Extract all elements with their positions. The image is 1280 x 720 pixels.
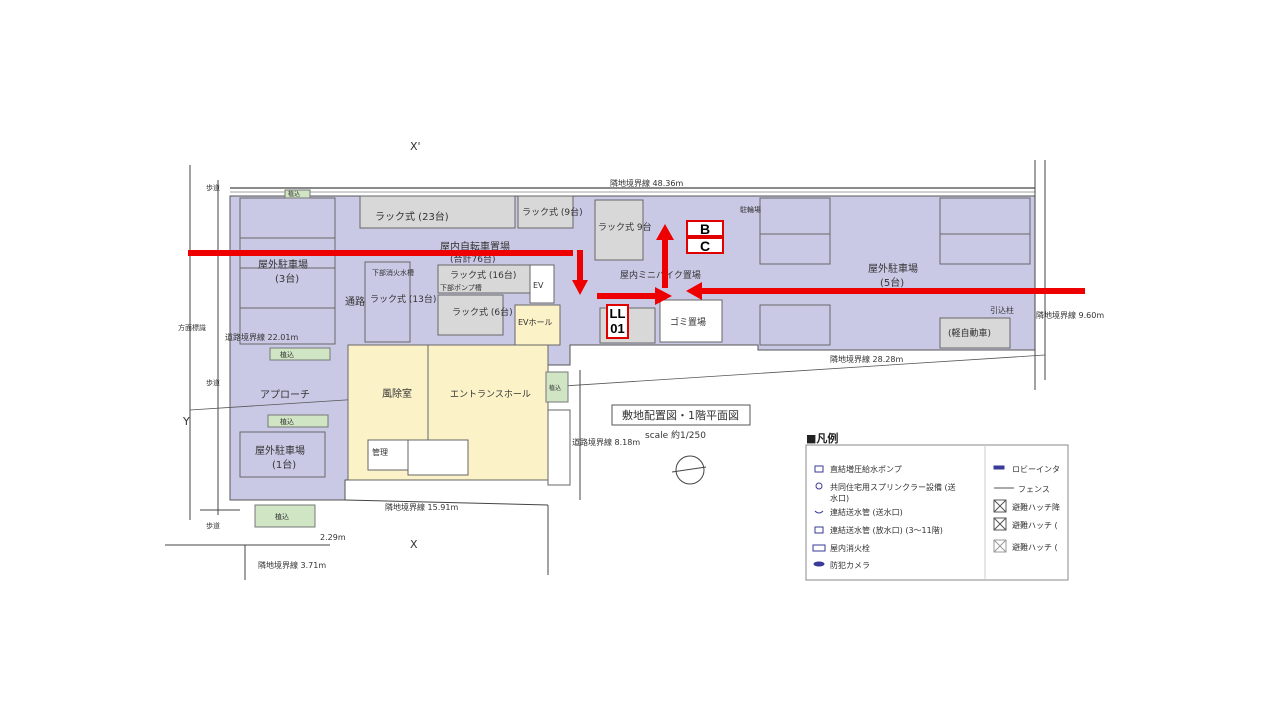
pump2-label: 下部ポンプ槽: [440, 283, 482, 292]
legend-item-r1: ロビーインタ: [1012, 465, 1060, 474]
arrow-down-head: [572, 280, 588, 295]
section-x-bottom: X: [410, 538, 418, 551]
wind-room-label: 風除室: [382, 387, 412, 400]
legend-item-r4: 避難ハッチ (: [1012, 521, 1058, 530]
rooms: [239, 189, 1031, 528]
rack-9b-label: ラック式 9台: [598, 221, 652, 233]
legend-item-2: 共同住宅用スプリンクラー設備 (送水口): [830, 483, 956, 503]
legend-item-r5: 避難ハッチ (: [1012, 543, 1058, 552]
arrow-left-head: [686, 282, 702, 300]
pump-label: 下部消火水槽: [372, 268, 414, 277]
legend-item-4: 連結送水管 (放水口) (3〜11階): [830, 526, 943, 535]
marker-b: B: [686, 220, 724, 237]
ev-hall-label: EVホール: [518, 318, 553, 327]
rack-6-label: ラック式 (6台): [452, 306, 513, 318]
room-labels: ラック式 (23台) ラック式 (9台) ラック式 9台 屋内自転車置場 (合計…: [178, 183, 1014, 530]
outdoor-parking-5-label: 屋外駐車場: [868, 262, 918, 275]
section-x-top: X': [410, 140, 421, 153]
mini-bike-label: 屋内ミニバイク置場: [620, 269, 701, 281]
ev-label: EV: [533, 281, 544, 290]
legend-item-1: 直結増圧給水ポンプ: [830, 465, 902, 474]
passage-label: 通路: [345, 295, 365, 308]
parking-small-label: 駐輪場: [740, 205, 761, 214]
hikikomi-label: 引込柱: [990, 305, 1014, 315]
boundary-right: 隣地境界線 9.60m: [1036, 310, 1104, 320]
boundary-top: 隣地境界線 48.36m: [610, 178, 683, 188]
outdoor-parking-1-count: (1台): [272, 458, 296, 471]
sidewalk-1-label: 歩道: [206, 183, 220, 192]
planting-4-label: 植込: [288, 190, 300, 198]
rack-16-label: ラック式 (16台): [450, 269, 516, 281]
title-frame: [611, 404, 751, 426]
rack-13-label: ラック式 (13台): [370, 293, 436, 305]
route-arrows: [188, 224, 1085, 305]
legend-item-3: 連結送水管 (送水口): [830, 508, 903, 517]
boundary-tiny: 隣地境界線 3.71m: [258, 560, 326, 570]
legend-frame: [805, 444, 1069, 581]
planting-2-label: 植込: [280, 417, 294, 426]
boundary-left: 道路境界線 22.01m: [225, 332, 298, 342]
planting-3-label: 植込: [275, 512, 289, 521]
management-label: 管理: [372, 447, 388, 457]
legend-swatches: [812, 465, 1014, 567]
approach-label: アプローチ: [260, 389, 310, 401]
planting-5-label: 植込: [549, 384, 561, 392]
arrow-right-long-stem: [700, 288, 1085, 294]
outdoor-parking-1-label: 屋外駐車場: [255, 444, 305, 457]
outdoor-parking-5-count: (5台): [880, 276, 904, 289]
planting-1-label: 植込: [280, 350, 294, 359]
legend-item-5: 屋内消火栓: [830, 544, 870, 553]
rack-9a-label: ラック式 (9台): [522, 206, 583, 218]
garbage-label: ゴミ置場: [670, 316, 706, 328]
sidewalk-3-label: 歩道: [206, 521, 220, 530]
legend-title: ■凡例: [806, 432, 839, 445]
arrow-up-head: [656, 224, 674, 240]
boundary-small: 2.29m: [320, 533, 346, 542]
marker-c: C: [686, 237, 724, 254]
outdoor-parking-3-count: (3台): [275, 272, 299, 285]
direction-sign-label: 方面標識: [178, 323, 206, 332]
light-car-label: (軽自動車): [948, 327, 991, 339]
plan-title: 敷地配置図・1階平面図: [622, 408, 739, 422]
arrow-down-stem: [577, 250, 583, 280]
arrow-right-stem: [597, 293, 657, 299]
arrow-left-horizontal: [188, 250, 573, 256]
entrance-hall-label: エントランスホール: [450, 389, 531, 400]
boundary-labels: 隣地境界線 48.36m 隣地境界線 28.28m 隣地境界線 15.91m 道…: [182, 140, 1104, 570]
arrow-right-head: [655, 287, 672, 305]
legend-item-r3: 避難ハッチ降: [1012, 503, 1060, 512]
boundary-bottom-left: 隣地境界線 15.91m: [385, 502, 458, 512]
section-y: Y: [182, 415, 190, 428]
outdoor-parking-3-label: 屋外駐車場: [258, 258, 308, 271]
legend-item-6: 防犯カメラ: [830, 561, 870, 570]
boundary-mid: 道路境界線 8.18m: [572, 437, 640, 447]
marker-ll01: LL 01: [606, 304, 629, 339]
bike-parking-label: 屋内自転車置場: [440, 240, 510, 253]
rack-23-label: ラック式 (23台): [375, 210, 449, 223]
legend-item-r2: フェンス: [1018, 485, 1050, 494]
plan-scale: scale 約1/250: [645, 429, 706, 441]
sidewalk-2-label: 歩道: [206, 378, 220, 387]
arrow-up-stem: [662, 238, 668, 288]
boundary-bottom-right: 隣地境界線 28.28m: [830, 354, 903, 364]
